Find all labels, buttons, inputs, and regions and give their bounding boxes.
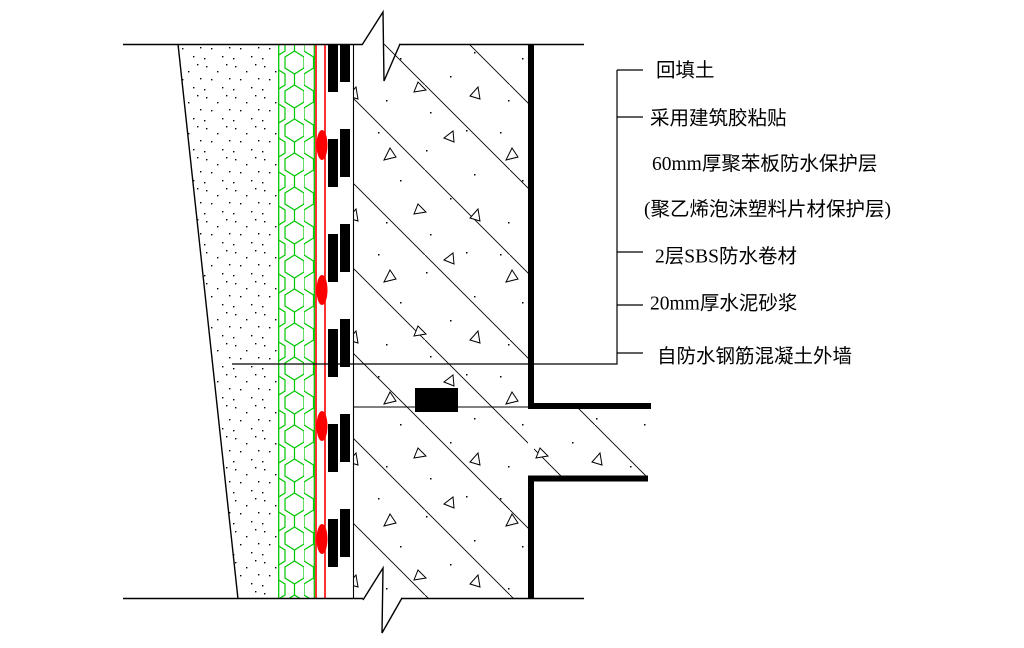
adhesive-dot xyxy=(316,411,328,441)
callout-label-polystyrene: 60mm厚聚苯板防水保护层 xyxy=(652,153,877,175)
adhesive-dot xyxy=(316,130,328,160)
leader-ticks xyxy=(617,69,643,354)
adhesive-dot xyxy=(316,275,328,305)
callout-label-cement-mortar: 20mm厚水泥砂浆 xyxy=(650,293,797,315)
break-symbol-bottom xyxy=(362,565,403,634)
waterstop-block xyxy=(415,388,458,412)
callout-label-backfill: 回填土 xyxy=(656,60,715,82)
excavation-slope-line xyxy=(177,43,239,600)
callout-label-adhesive: 采用建筑胶粘贴 xyxy=(650,108,787,130)
callout-label-polyethylene: (聚乙烯泡沫塑料片材保护层) xyxy=(644,199,891,221)
break-symbol-top xyxy=(361,9,401,82)
concrete-wall-texture xyxy=(353,44,528,599)
backfill-soil-region xyxy=(178,44,278,599)
adhesive-dot xyxy=(316,524,328,554)
callout-label-sbs-membrane: 2层SBS防水卷材 xyxy=(655,246,797,268)
callout-label-concrete-wall: 自防水钢筋混凝土外墙 xyxy=(657,346,852,368)
polystyrene-board-layer xyxy=(278,44,315,599)
leader-line xyxy=(232,70,618,365)
floor-slab-texture xyxy=(534,409,646,476)
